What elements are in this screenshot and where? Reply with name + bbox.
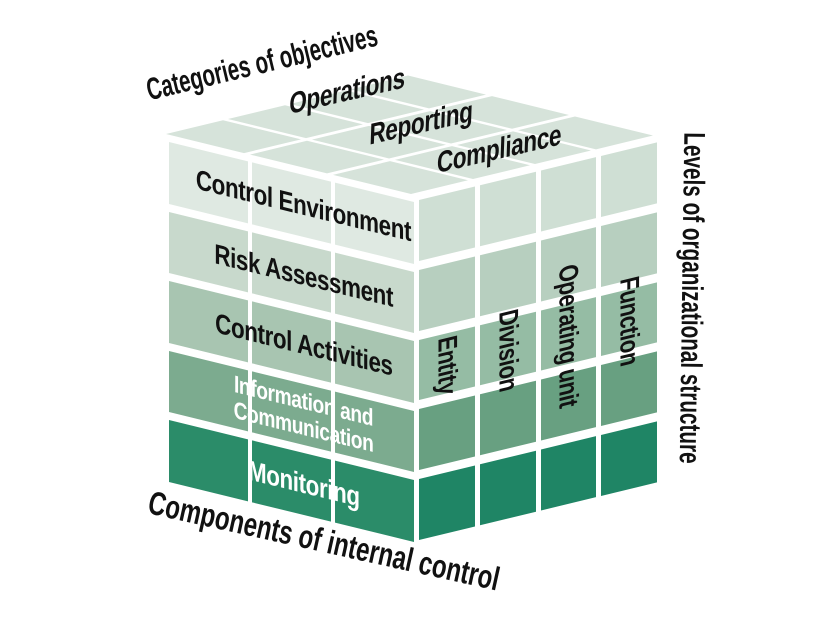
right-face-cell [601,212,657,287]
level-label-operating-unit: Operating unit [553,261,584,411]
right-face-cell [601,421,657,496]
right-face-cell [540,157,597,232]
level-label-entity: Entity [432,332,463,398]
front-face-labels: Control Environment Risk Assessment Cont… [169,142,414,542]
component-label: Monitoring [247,454,360,514]
level-label-division: Division [493,306,524,395]
level-label-function: Function [614,273,645,369]
right-face-cell [540,436,597,511]
right-face-cell [419,256,475,331]
right-face-cell [479,241,536,316]
right-face-cell [479,451,536,526]
right-face-cell [419,395,475,471]
right-face-cell [479,381,536,456]
right-face-cell [419,186,475,261]
front-face: Control Environment Risk Assessment Cont… [169,142,414,542]
right-face-cell [601,142,657,217]
levels-axis-label: Levels of organizational structure [672,132,711,464]
right-face: Entity Division Operating unit Function [419,142,657,540]
right-face-cell [479,171,536,247]
right-face-cell [419,465,475,540]
